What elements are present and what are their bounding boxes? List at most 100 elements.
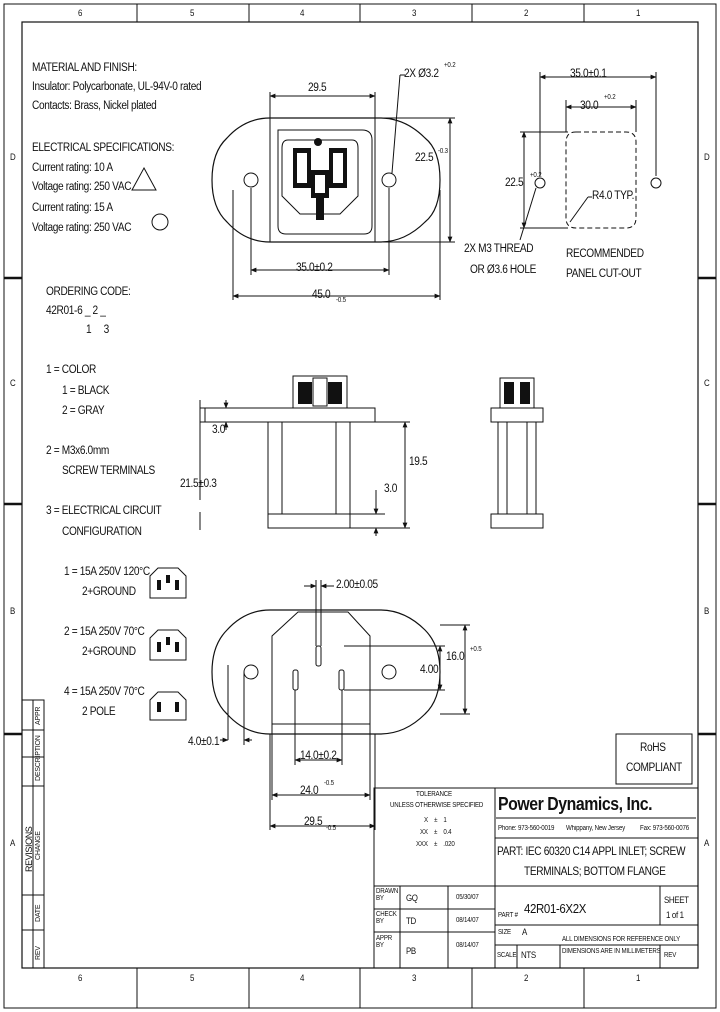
company-name: Power Dynamics, Inc. [498, 794, 653, 814]
zone-col-1-top: 1 [636, 8, 641, 18]
check-by: TD [406, 916, 416, 926]
option-3-config: CONFIGURATION [62, 526, 142, 538]
side-dim-19-5: 19.5 [409, 456, 428, 468]
material-insulator: Insulator: Polycarbonate, UL-94V-0 rated [32, 81, 202, 93]
sheet-value: 1 of 1 [666, 910, 684, 920]
zone-col-6-top: 6 [78, 8, 83, 18]
electrical-title: ELECTRICAL SPECIFICATIONS: [32, 142, 175, 154]
c14-symbol-4 [149, 691, 187, 721]
tolerance-sub: UNLESS OTHERWISE SPECIFIED [390, 802, 484, 809]
zone-col-3-top: 3 [412, 8, 417, 18]
zone-col-4-top: 4 [300, 8, 305, 18]
scale-label: SCALE [497, 952, 517, 959]
circuit-4-pole: 2 POLE [82, 706, 116, 718]
cutout-22-5: 22.5 [505, 177, 524, 189]
top-view-flange [211, 117, 441, 243]
zone-row-d-right: D [704, 152, 710, 162]
revisions-label: REVISIONS [24, 826, 34, 872]
rev-label: REV [664, 952, 677, 959]
tolerance-xxx: XXX ± .020 [416, 841, 455, 848]
size-label: SIZE [498, 929, 511, 936]
zone-row-a-right: A [704, 838, 709, 848]
csa-mark-icon [151, 213, 169, 231]
tolerance-xx: XX ± 0.4 [420, 829, 452, 836]
zone-col-4-bottom: 4 [300, 973, 305, 983]
drawn-date: 05/30/07 [456, 894, 479, 901]
drawn-by: GQ [406, 893, 418, 903]
zone-row-b-left: B [10, 606, 15, 616]
panel-cutout [534, 131, 662, 229]
rohs-label: RoHS [640, 742, 666, 754]
cutout-radius: R4.0 TYP. [592, 190, 635, 202]
part-description-1: PART: IEC 60320 C14 APPL INLET; SCREW [497, 846, 686, 858]
appr-by: PB [406, 946, 416, 956]
bottom-dim-4-00: 4.00 [420, 664, 439, 676]
bottom-dim-4-0: 4.0±0.1 [188, 736, 220, 748]
drawn-label: DRAWN BY [376, 888, 399, 902]
dim-45-0: 45.0 [312, 289, 331, 301]
panel-cutout-label: PANEL CUT-OUT [566, 268, 642, 280]
bottom-dim-16-0-tol: +0.5 [470, 646, 482, 653]
appr-date: 08/14/07 [456, 942, 479, 949]
reference-note-2: DIMENSIONS ARE IN MILLIMETERS [562, 948, 661, 955]
circuit-2-ground: 2+GROUND [82, 646, 136, 658]
zone-col-6-bottom: 6 [78, 973, 83, 983]
reference-note-1: ALL DIMENSIONS FOR REFERENCE ONLY [562, 936, 681, 943]
bottom-view [211, 609, 441, 735]
zone-row-d-left: D [10, 152, 16, 162]
thread-note-1: 2X M3 THREAD [464, 243, 534, 255]
current-rating-10a: Current rating: 10 A [32, 162, 113, 174]
dim-22-5-tol: -0.3 [438, 148, 448, 155]
c14-symbol-2 [149, 629, 187, 661]
voltage-rating-1: Voltage rating: 250 VAC [32, 181, 132, 193]
dim-hole-tol: +0.2 [444, 62, 456, 69]
check-date: 08/14/07 [456, 917, 479, 924]
zone-col-1-bottom: 1 [636, 973, 641, 983]
option-1-gray: 2 = GRAY [62, 405, 105, 417]
size-value: A [522, 927, 527, 937]
option-2-terminals: SCREW TERMINALS [62, 465, 155, 477]
zone-col-5-top: 5 [190, 8, 195, 18]
check-label: CHECK BY [376, 911, 397, 925]
c14-symbol-1 [149, 567, 187, 599]
material-title: MATERIAL AND FINISH: [32, 62, 137, 74]
bottom-dim-24-0-tol: -0.5 [324, 780, 334, 787]
dim-hole: 2X Ø3.2 [404, 68, 439, 80]
end-view [490, 377, 544, 529]
bottom-dim-29-5: 29.5 [304, 816, 323, 828]
company-city: Whippany, New Jersey [566, 825, 626, 832]
company-fax: Fax: 973-560-0076 [640, 825, 690, 832]
side-dim-3-0: 3.0 [212, 424, 226, 436]
option-2-screw: 2 = M3x6.0mm [46, 445, 109, 457]
zone-row-a-left: A [10, 838, 15, 848]
side-dim-21-5: 21.5±0.3 [180, 478, 217, 490]
zone-row-b-right: B [704, 606, 709, 616]
option-1-black: 1 = BLACK [62, 385, 110, 397]
dim-22-5: 22.5 [415, 152, 434, 164]
rev-col-description: DESCRIPTION [35, 735, 42, 781]
zone-col-2-bottom: 2 [524, 973, 529, 983]
part-description-2: TERMINALS; BOTTOM FLANGE [524, 866, 666, 878]
scale-value: NTS [521, 950, 536, 960]
current-rating-15a: Current rating: 15 A [32, 202, 113, 214]
circuit-1-rating: 1 = 15A 250V 120°C [64, 566, 150, 578]
recommended-label: RECOMMENDED [566, 248, 644, 260]
zone-col-2-top: 2 [524, 8, 529, 18]
bottom-dim-16-0: 16.0 [446, 651, 465, 663]
cutout-30-0-tol: +0.2 [604, 94, 616, 101]
bottom-dim-29-5-tol: -0.5 [326, 825, 336, 832]
appr-label: APPR BY [376, 935, 393, 949]
rohs-compliant: COMPLIANT [626, 762, 682, 774]
material-contacts: Contacts: Brass, Nickel plated [32, 100, 157, 112]
dim-35-0: 35.0±0.2 [296, 262, 333, 274]
bottom-dim-2-00: 2.00±0.05 [336, 579, 378, 591]
zone-col-3-bottom: 3 [412, 973, 417, 983]
circuit-2-rating: 2 = 15A 250V 70°C [64, 626, 145, 638]
cutout-22-5-tol: +0.2 [530, 172, 542, 179]
cutout-35-0: 35.0±0.1 [570, 68, 607, 80]
ordering-positions: 1 3 [86, 324, 109, 336]
zone-col-5-bottom: 5 [190, 973, 195, 983]
title-block [21, 699, 699, 969]
cutout-30-0: 30.0 [580, 100, 599, 112]
dim-45-0-tol: -0.5 [336, 297, 346, 304]
